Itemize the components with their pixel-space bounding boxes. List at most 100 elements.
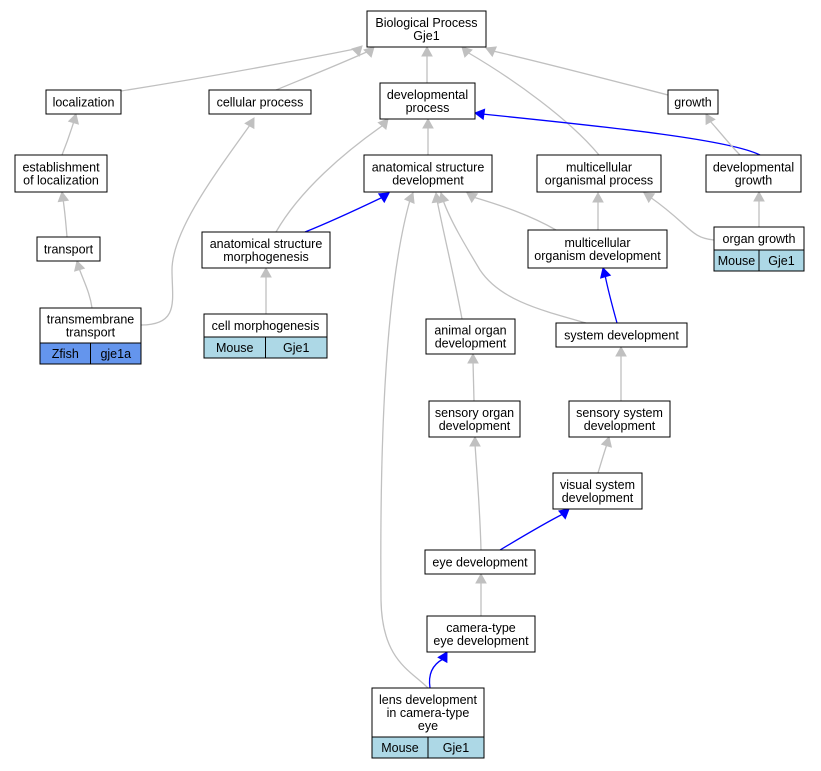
node-label-line: transmembrane <box>47 313 135 327</box>
edge-tmt-transport <box>73 260 93 309</box>
arrowhead-icon <box>461 46 473 58</box>
arrowhead-icon <box>403 192 415 205</box>
node-loc[interactable]: localization <box>45 89 122 115</box>
node-label-line: anatomical structure <box>210 237 323 251</box>
node-label-line: eye development <box>433 634 529 648</box>
arrowhead-icon <box>557 508 570 520</box>
edge-devgrowth-growth <box>705 113 741 156</box>
node-sysdev[interactable]: system development <box>555 322 688 348</box>
node-transport[interactable]: transport <box>36 236 101 262</box>
edge-line <box>304 196 384 233</box>
node-box <box>667 89 719 115</box>
gene-tag-label: Gje1 <box>283 341 309 355</box>
edge-mop-bp <box>461 46 600 156</box>
node-label-line: camera-type <box>446 621 516 635</box>
edge-sysdev-asd <box>437 192 587 324</box>
edge-line <box>499 513 564 551</box>
edge-line <box>140 124 251 326</box>
node-label-line: transport <box>44 243 94 257</box>
edge-cellmorph-asm <box>260 266 272 314</box>
edge-estab-loc <box>61 113 80 156</box>
edge-devgrowth-devproc <box>473 108 761 156</box>
node-label-line: multicellular <box>566 161 632 175</box>
node-label-line: eye development <box>432 556 528 570</box>
edge-vsd-ssd <box>597 436 613 474</box>
edge-asd-devproc <box>422 117 434 155</box>
arrowhead-icon <box>475 572 487 584</box>
node-label-line: multicellular <box>565 236 631 250</box>
node-label-line: organ growth <box>723 232 796 246</box>
node-box <box>536 154 662 193</box>
node-box <box>425 318 516 355</box>
node-growth[interactable]: growth <box>667 89 719 115</box>
node-label-line: growth <box>674 96 712 110</box>
node-label-line: process <box>406 101 450 115</box>
arrowhead-icon <box>600 436 613 448</box>
arrowhead-icon <box>422 117 434 129</box>
edge-line <box>380 199 429 689</box>
node-label-line: morphogenesis <box>223 250 308 264</box>
node-box <box>201 231 331 269</box>
node-label-line: eye <box>418 719 438 733</box>
edge-mod-asd <box>466 192 557 231</box>
edge-asm-asd <box>304 192 390 233</box>
node-label-line: lens development <box>379 693 478 707</box>
node-box <box>39 307 142 344</box>
edge-line <box>78 267 93 309</box>
arrowhead-icon <box>244 117 255 130</box>
edge-line <box>275 49 372 91</box>
node-box <box>379 82 476 120</box>
node-box <box>552 472 643 510</box>
node-eyedev[interactable]: eye development <box>424 549 536 575</box>
edge-line <box>442 199 587 324</box>
edge-eyedev-vsd <box>499 508 570 551</box>
edge-line <box>604 274 618 324</box>
node-label-line: organism development <box>534 249 661 263</box>
arrowhead-icon <box>599 267 612 279</box>
edge-tmt-cellproc <box>140 117 255 326</box>
node-box <box>428 400 521 438</box>
edge-line <box>709 120 741 156</box>
arrowhead-icon <box>467 352 479 364</box>
edge-line <box>492 50 669 96</box>
arrowhead-icon <box>615 345 627 357</box>
species-tag-label: Mouse <box>718 254 756 268</box>
species-tag-label: Mouse <box>216 341 254 355</box>
node-label-line: development <box>584 419 656 433</box>
edge-line <box>275 125 383 233</box>
gene-tag <box>427 736 485 759</box>
gene-tag-label: Gje1 <box>768 254 794 268</box>
node-label-line: growth <box>735 174 773 188</box>
arrowhead-icon <box>421 45 433 57</box>
arrowhead-icon <box>473 108 486 121</box>
edge-line <box>474 443 482 551</box>
node-label-line: cellular process <box>217 96 304 110</box>
node-cellproc[interactable]: cellular process <box>208 89 312 115</box>
arrowhead-icon <box>260 266 272 278</box>
node-label-line: sensory organ <box>435 406 514 420</box>
node-label-line: localization <box>53 96 115 110</box>
edge-lens-cted <box>428 651 448 689</box>
node-label-line: of localization <box>23 174 99 188</box>
arrowhead-icon <box>377 118 389 131</box>
node-label-line: Biological Process <box>375 16 477 30</box>
